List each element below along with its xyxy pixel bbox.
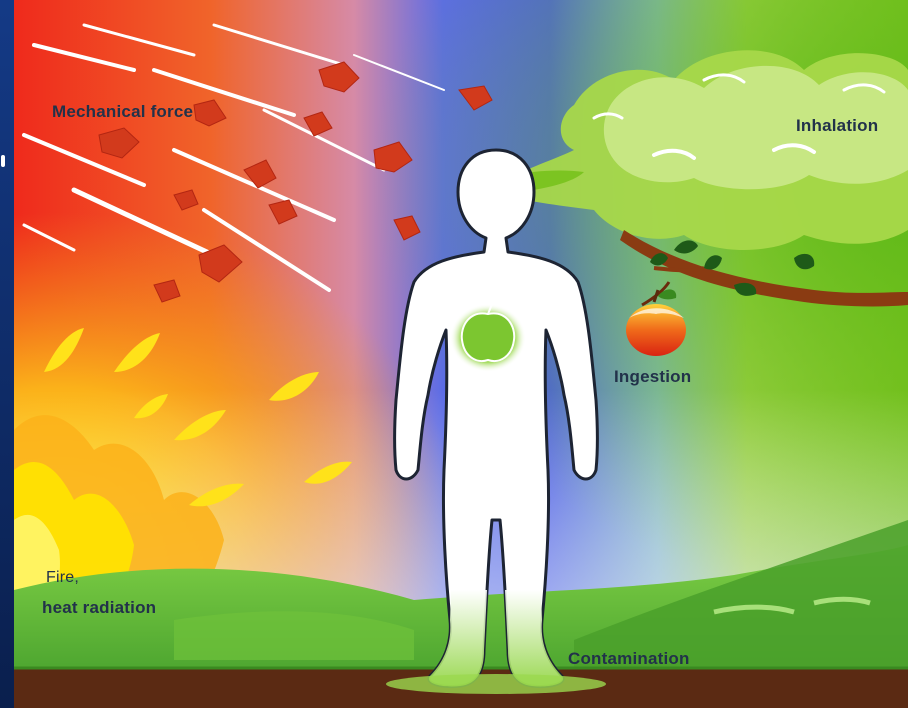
exposure-pathways-illustration: Mechanical force Inhalation Ingestion Fi… bbox=[14, 0, 908, 708]
label-fire: Fire, bbox=[46, 569, 79, 586]
label-inhalation: Inhalation bbox=[796, 116, 878, 135]
contamination-puddle bbox=[386, 674, 606, 694]
label-mechanical-force: Mechanical force bbox=[52, 102, 193, 121]
label-ingestion: Ingestion bbox=[614, 367, 691, 386]
slide-edge-marker bbox=[1, 155, 5, 167]
slide-left-edge bbox=[0, 0, 14, 708]
illustration-canvas: Mechanical force Inhalation Ingestion Fi… bbox=[14, 0, 908, 708]
stomach-icon bbox=[450, 304, 526, 372]
label-contamination: Contamination bbox=[568, 649, 690, 668]
label-heat-radiation: heat radiation bbox=[42, 598, 156, 617]
